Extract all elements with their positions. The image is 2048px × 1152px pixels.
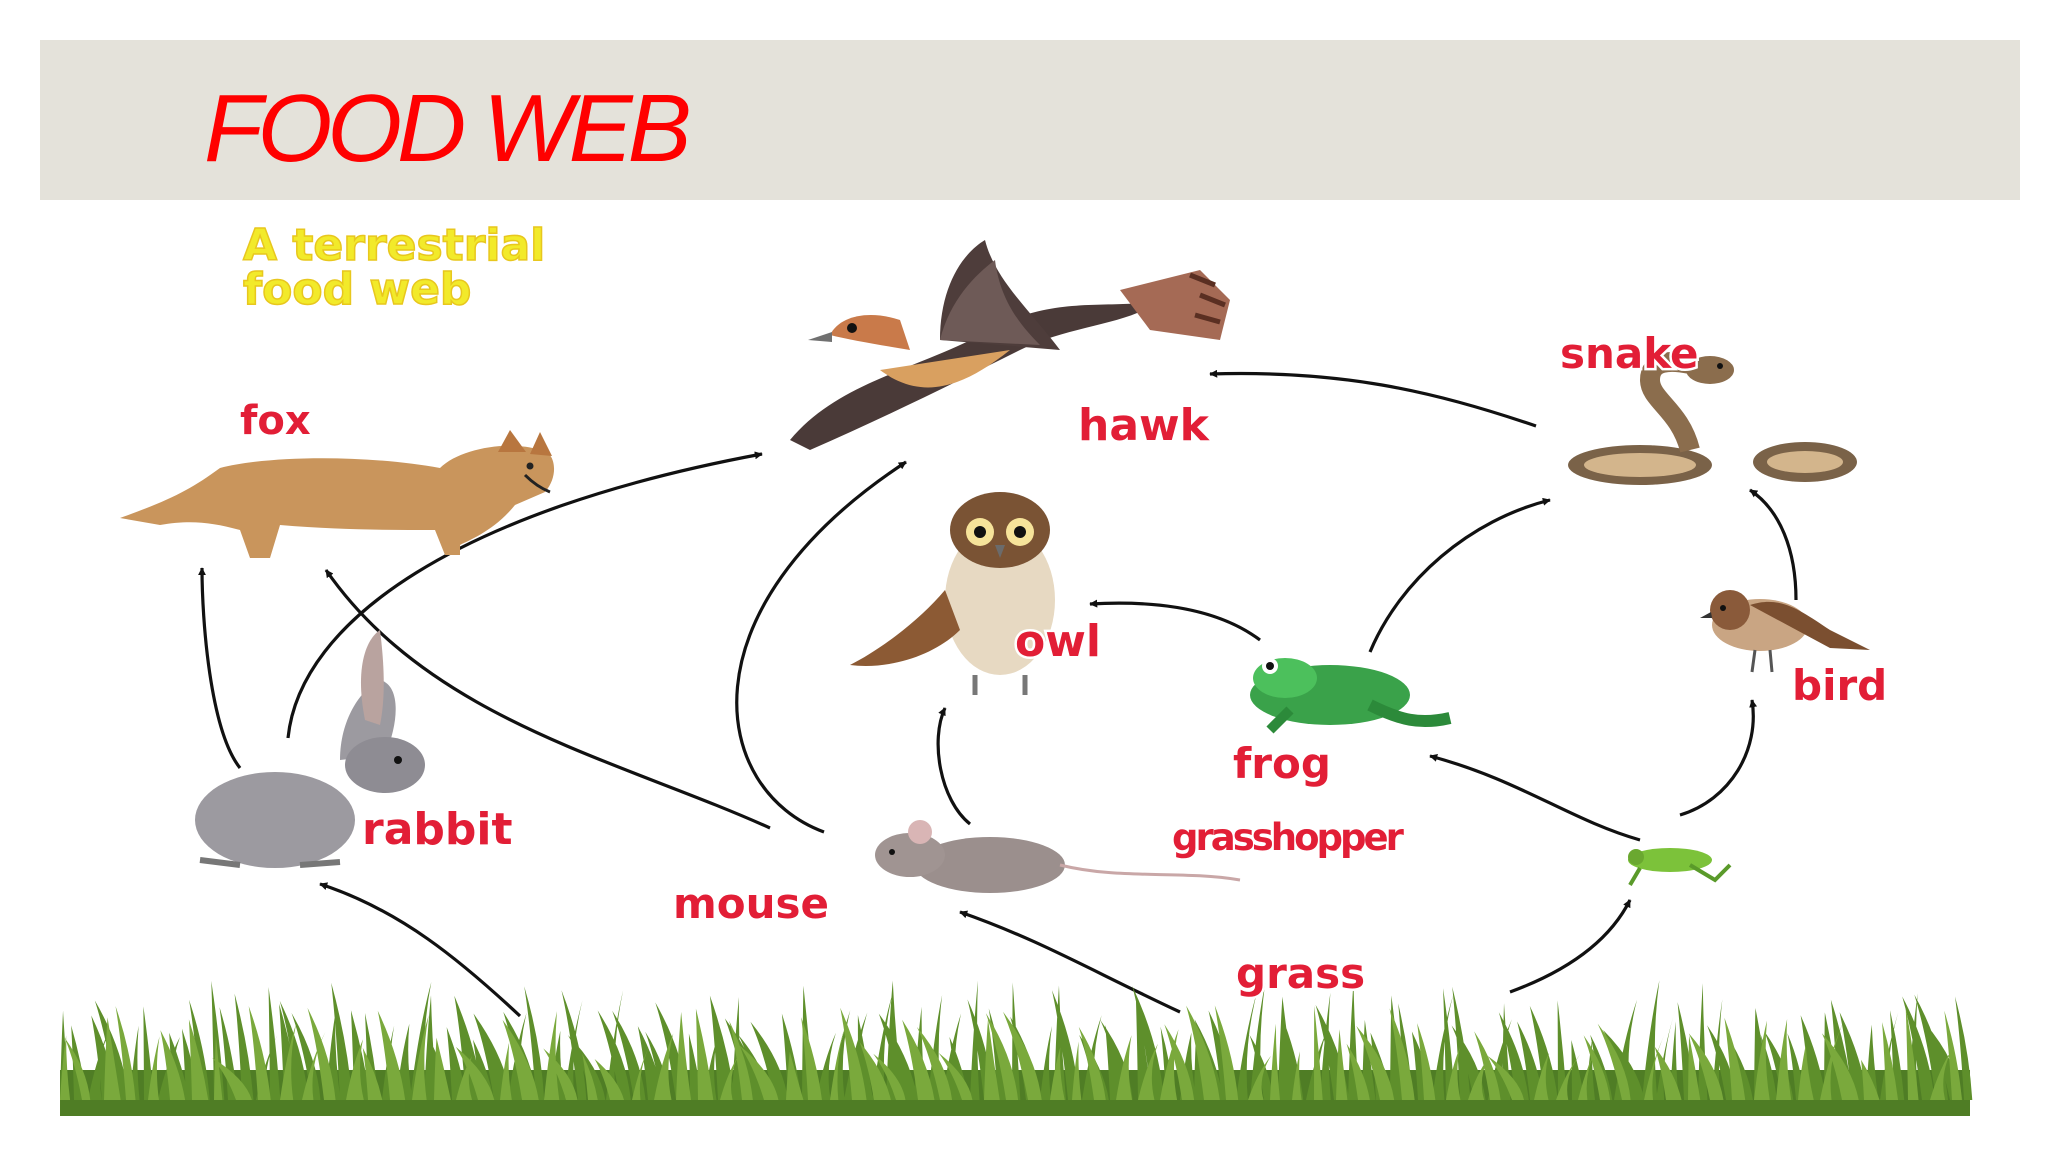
- frog-icon: [1250, 658, 1452, 734]
- label-fox: fox: [240, 398, 311, 444]
- arrow-grasshopper-to-frog: [1429, 753, 1641, 842]
- mouse-icon: [875, 820, 1241, 893]
- feeding-arrows: [198, 369, 1798, 1018]
- arrow-mouse-to-owl: [936, 707, 972, 826]
- label-mouse: mouse: [673, 879, 829, 928]
- arrow-rabbit-to-hawk: [286, 451, 763, 739]
- arrow-grasshopper-to-bird: [1679, 699, 1758, 817]
- bird-icon: [1700, 590, 1870, 673]
- arrow-snake-to-hawk: [1209, 369, 1537, 428]
- fox-icon: [120, 430, 555, 558]
- label-frog: frog: [1233, 739, 1331, 788]
- label-grass: grass: [1236, 949, 1365, 998]
- label-hawk: hawk: [1078, 400, 1211, 451]
- slide-title: FOOD WEB: [204, 75, 692, 182]
- diagram-subtitle-line1: A terrestrial: [243, 220, 545, 271]
- arrow-grass-to-rabbit: [319, 882, 522, 1018]
- title-bar: [40, 40, 2020, 200]
- arrow-grass-to-mouse: [959, 910, 1181, 1014]
- arrow-frog-to-snake: [1368, 497, 1551, 653]
- label-bird: bird: [1792, 661, 1887, 710]
- grasshopper-icon: [1628, 848, 1732, 887]
- arrow-grass-to-grasshopper: [1509, 899, 1632, 994]
- hawk-icon: [790, 240, 1230, 450]
- label-owl: owl: [1015, 616, 1101, 667]
- arrow-mouse-to-fox: [324, 569, 771, 830]
- label-grasshopper: grasshopper: [1172, 816, 1405, 859]
- arrow-bird-to-snake: [1749, 488, 1798, 601]
- label-snake: snake: [1560, 329, 1699, 378]
- owl-icon: [850, 492, 1055, 695]
- snake-icon: [1568, 352, 1857, 485]
- arrow-frog-to-owl: [1089, 599, 1261, 642]
- label-rabbit: rabbit: [362, 804, 513, 855]
- arrow-rabbit-to-fox: [198, 567, 242, 769]
- rabbit-icon: [195, 630, 425, 868]
- food-web-diagram: A terrestrial food web: [60, 219, 1973, 1116]
- diagram-subtitle-line2: food web: [243, 264, 471, 315]
- grass-icon: [60, 980, 1973, 1116]
- arrow-mouse-to-hawk: [735, 460, 907, 834]
